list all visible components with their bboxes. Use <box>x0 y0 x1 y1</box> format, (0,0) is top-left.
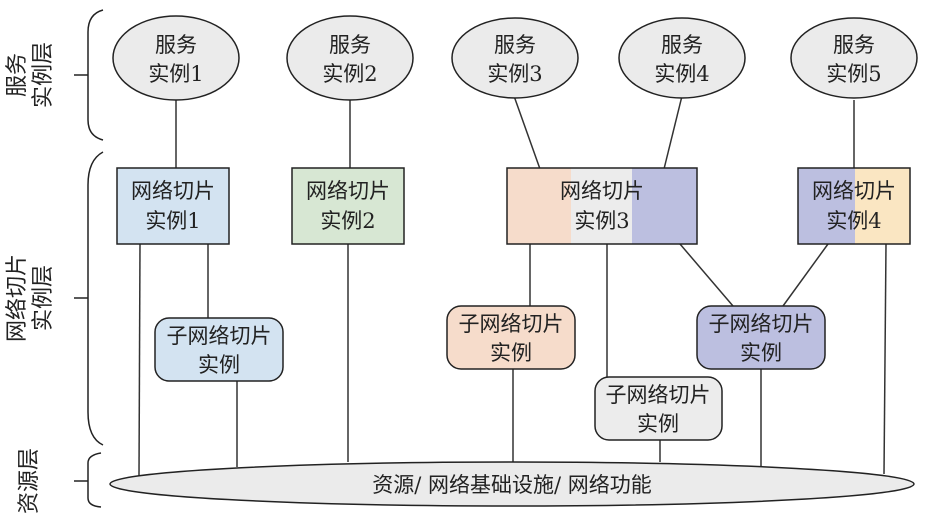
sub-slice-instance-d-line1: 子网络切片 <box>606 383 711 407</box>
sub-slice-instance-b: 子网络切片 实例 <box>446 305 576 370</box>
service-instance-5-line2: 实例5 <box>826 62 881 86</box>
service-instance-1: 服务 实例1 <box>112 15 240 101</box>
service-instance-1-line2: 实例1 <box>148 62 203 86</box>
service-instance-4-line2: 实例4 <box>654 62 709 86</box>
sub-slice-instance-a-line2: 实例 <box>198 353 240 377</box>
slice-instance-1-line1: 网络切片 <box>131 179 215 203</box>
slice-instance-1: 网络切片 实例1 <box>116 167 230 245</box>
service-layer-label-line1: 服务 <box>5 53 30 97</box>
edge-service3-slice3 <box>513 95 541 170</box>
slice-layer-label: 网络切片 实例层 <box>5 254 56 342</box>
slice-instance-2: 网络切片 实例2 <box>291 167 405 245</box>
sub-slice-instance-a: 子网络切片 实例 <box>154 317 284 382</box>
service-instance-3-line1: 服务 <box>494 33 536 57</box>
slice-layer-bracket <box>74 151 104 446</box>
edge-slice3-subslice-c <box>679 243 734 307</box>
slice-instance-3-line1: 网络切片 <box>560 179 644 203</box>
edge-slice4-resource <box>883 243 887 475</box>
connectors <box>138 95 887 477</box>
sub-slice-instance-b-line1: 子网络切片 <box>459 312 564 336</box>
service-layer-bracket <box>74 9 104 141</box>
service-instance-1-line1: 服务 <box>155 33 197 57</box>
slice-layer-label-line1: 网络切片 <box>5 254 30 342</box>
slice-instance-3-segment-peach <box>507 168 571 244</box>
service-instance-4: 服务 实例4 <box>618 17 746 99</box>
slice-instance-2-line2: 实例2 <box>320 209 375 233</box>
slice-instance-4-segment-cream <box>855 168 910 244</box>
slice-instance-2-line1: 网络切片 <box>306 179 390 203</box>
edge-service4-slice3 <box>663 95 683 170</box>
slice-instance-4-line1: 网络切片 <box>812 179 896 203</box>
service-layer-label: 服务 实例层 <box>5 42 56 108</box>
slice-instance-3-segment-lavender <box>632 168 697 244</box>
slice-instance-4: 网络切片 实例4 <box>797 167 911 245</box>
service-instance-5-line1: 服务 <box>833 33 875 57</box>
slice-instance-3-segment-gray <box>571 168 632 244</box>
resource-layer-ellipse: 资源/ 网络基础设施/ 网络功能 <box>109 461 915 507</box>
sub-slice-instance-d: 子网络切片 实例 <box>594 376 723 441</box>
service-instance-2-line1: 服务 <box>329 33 371 57</box>
edge-slice1-resource <box>138 243 141 477</box>
service-instance-3-line2: 实例3 <box>487 62 542 86</box>
slice-instance-3-line2: 实例3 <box>574 209 629 233</box>
service-instance-2-line2: 实例2 <box>322 62 377 86</box>
slice-instance-3: 网络切片 实例3 <box>506 167 698 245</box>
sub-slice-instance-a-line1: 子网络切片 <box>167 324 272 348</box>
sub-slice-instance-c-line1: 子网络切片 <box>709 312 814 336</box>
sub-slice-instance-c: 子网络切片 实例 <box>696 305 826 370</box>
sub-slice-instance-b-line2: 实例 <box>490 341 532 365</box>
service-instance-4-line1: 服务 <box>661 33 703 57</box>
service-layer-label-line2: 实例层 <box>31 42 56 108</box>
resource-layer-bracket <box>74 452 102 508</box>
resource-layer-label-line1: 资源层 <box>17 448 42 514</box>
sub-slice-instance-d-line2: 实例 <box>637 412 679 436</box>
resource-layer-label: 资源层 <box>17 448 42 514</box>
resource-label: 资源/ 网络基础设施/ 网络功能 <box>372 473 652 497</box>
slice-instance-4-segment-lavender <box>798 168 855 244</box>
slice-instance-1-line2: 实例1 <box>145 209 200 233</box>
edge-slice4-subslice-c <box>782 243 829 307</box>
sub-slice-instance-c-line2: 实例 <box>740 341 782 365</box>
slice-instance-4-line2: 实例4 <box>826 209 881 233</box>
service-instance-3: 服务 实例3 <box>451 17 579 99</box>
slice-layer-label-line2: 实例层 <box>31 265 56 331</box>
service-instance-5: 服务 实例5 <box>790 17 918 99</box>
service-instance-2: 服务 实例2 <box>286 15 414 101</box>
